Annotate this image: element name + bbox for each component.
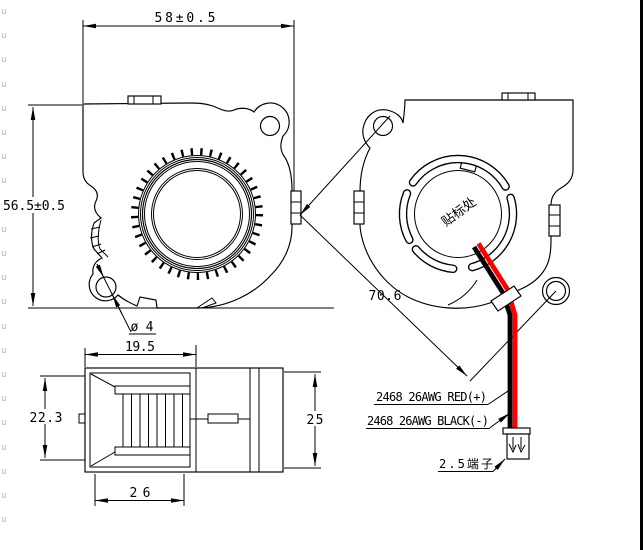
side-outlet-opening bbox=[89, 372, 191, 468]
back-hub-circle bbox=[414, 170, 502, 258]
window-border-right bbox=[640, 0, 643, 550]
terminal-connector bbox=[502, 427, 531, 460]
back-outlet-inner-edge bbox=[447, 279, 478, 306]
dim-width-front: 58±0.5 bbox=[155, 11, 216, 26]
front-top-tab bbox=[127, 95, 162, 105]
connector-pins bbox=[508, 437, 526, 454]
terminal-label: 2.5端子 bbox=[439, 457, 493, 471]
front-hole-bottom bbox=[95, 276, 117, 298]
dim-outlet-width: 19.5 bbox=[125, 340, 155, 355]
connector-flange bbox=[502, 427, 531, 435]
front-hole-top bbox=[259, 115, 281, 137]
dimension-diagonal: 70.6 bbox=[299, 115, 557, 382]
left-edge-artifacts: u u u u u u u u u u u u u u u u u u u u … bbox=[1, 7, 7, 526]
wire-labels: 2468 26AWG RED(+) 2468 26AWG BLACK(-) 2.… bbox=[366, 388, 512, 472]
wire-red-label: 2468 26AWG RED(+) bbox=[376, 390, 487, 404]
front-vent-ladder bbox=[89, 219, 109, 258]
back-right-tab bbox=[548, 204, 561, 237]
wire-assembly bbox=[471, 242, 531, 460]
back-top-tab bbox=[501, 92, 536, 101]
side-view bbox=[78, 367, 284, 473]
back-view: 贴标处 bbox=[353, 92, 574, 309]
wire-strain-relief-clip bbox=[490, 285, 522, 312]
front-side-tab bbox=[290, 190, 302, 225]
back-hole-top bbox=[372, 115, 394, 137]
front-view bbox=[82, 95, 302, 309]
dim-outer-width: 26 bbox=[130, 486, 151, 501]
back-housing-outline bbox=[359, 99, 574, 309]
dim-depth: 25 bbox=[307, 413, 324, 428]
side-center-slot bbox=[207, 413, 239, 424]
back-left-tab bbox=[353, 190, 365, 225]
side-left-tab bbox=[78, 413, 86, 424]
dim-hole-diameter: ø4 bbox=[131, 320, 154, 335]
dim-outlet-height: 22.3 bbox=[30, 411, 63, 426]
dim-diagonal: 70.6 bbox=[369, 289, 402, 304]
dim-height-front: 56.5±0.5 bbox=[3, 199, 65, 214]
wire-black-label: 2468 26AWG BLACK(-) bbox=[367, 414, 489, 428]
front-inlet-rings bbox=[131, 148, 263, 280]
back-arc-slots bbox=[398, 154, 518, 274]
side-outer-box bbox=[84, 367, 284, 473]
side-outlet-fins bbox=[114, 385, 191, 456]
front-outlet-wedge bbox=[196, 297, 217, 309]
